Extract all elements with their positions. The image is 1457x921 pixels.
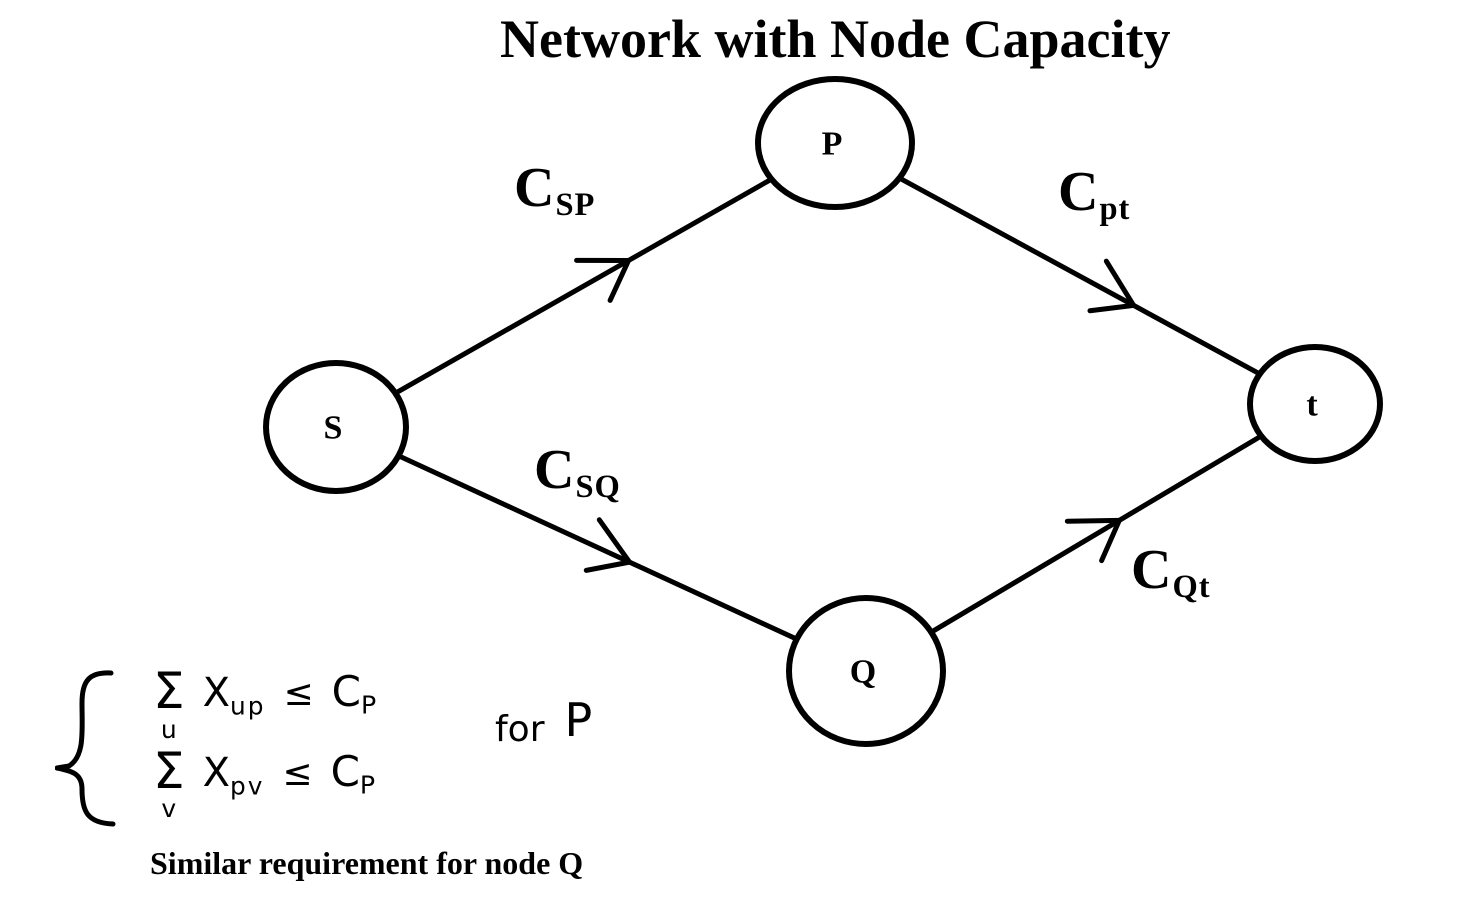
arrowhead-Q-t	[1064, 517, 1122, 524]
arrowhead-S-P	[607, 257, 632, 303]
edge-S-P	[392, 176, 774, 396]
variable-subscript: pv	[230, 771, 265, 801]
edge-Q-t	[928, 433, 1264, 635]
sigma-symbol: Σ	[153, 662, 185, 720]
variable-base: X	[202, 749, 230, 796]
node-label-t: t	[1306, 387, 1318, 424]
capacity-term: CP	[331, 750, 376, 800]
node-S	[263, 360, 409, 494]
summation-index: v	[161, 794, 177, 823]
edge-P-t	[896, 175, 1263, 377]
node-label-P: P	[822, 126, 843, 163]
for-node-annotation: for P	[495, 693, 592, 752]
summation-index: u	[160, 714, 177, 744]
variable-base: X	[202, 670, 230, 716]
edge-label-pt: Cpt	[1058, 164, 1130, 226]
flow-variable: Xpv	[203, 753, 265, 799]
edge-label-base: C	[1058, 161, 1099, 223]
node-label-Q: Q	[850, 654, 876, 691]
for-text: for	[495, 709, 545, 750]
arrowhead-Q-t	[1099, 517, 1122, 564]
inequality-sign: ≤	[283, 673, 314, 714]
flow-variable: Xup	[203, 673, 266, 719]
node-Q	[786, 595, 946, 747]
constraint-lines: Σ u Xup ≤ CP Σ v Xpv ≤ CP	[153, 662, 377, 823]
capacity-subscript: P	[359, 770, 376, 800]
node-label-S: S	[324, 410, 343, 447]
edge-label-subscript: pt	[1099, 191, 1131, 228]
edge-label-base: C	[514, 157, 555, 219]
edge-label-Qt: CQt	[1131, 542, 1211, 604]
arrowhead-S-Q	[583, 559, 632, 573]
page-title: Network with Node Capacity	[500, 9, 1171, 69]
capacity-subscript: P	[360, 690, 377, 720]
node-t	[1247, 344, 1383, 464]
variable-subscript: up	[230, 691, 266, 721]
arrowhead-P-t	[1087, 302, 1137, 314]
edge-label-subscript: Qt	[1172, 569, 1211, 606]
arrowhead-P-t	[1103, 258, 1137, 308]
constraint-line-2: Σ v Xpv ≤ CP	[153, 741, 376, 823]
for-node-letter: P	[564, 693, 593, 747]
edge-label-base: C	[534, 439, 575, 501]
arrowhead-S-Q	[596, 517, 632, 565]
node-P	[755, 76, 915, 210]
inequality-sign: ≤	[282, 752, 313, 794]
edge-label-subscript: SP	[555, 187, 596, 224]
edge-label-subscript: SQ	[575, 469, 621, 506]
edge-S-Q	[396, 453, 800, 642]
edge-label-SQ: CSQ	[534, 442, 621, 504]
left-brace-icon	[55, 670, 116, 827]
capacity-base: C	[330, 746, 360, 796]
constraint-line-1: Σ u Xup ≤ CP	[153, 662, 377, 744]
edge-label-SP: CSP	[514, 160, 595, 222]
caption-text: Similar requirement for node Q	[150, 845, 584, 881]
summation-1: Σ u	[153, 662, 185, 744]
edge-label-base: C	[1131, 539, 1172, 601]
summation-2: Σ v	[153, 741, 185, 823]
capacity-base: C	[331, 667, 361, 716]
sigma-symbol: Σ	[153, 741, 185, 800]
capacity-term: CP	[332, 671, 377, 718]
